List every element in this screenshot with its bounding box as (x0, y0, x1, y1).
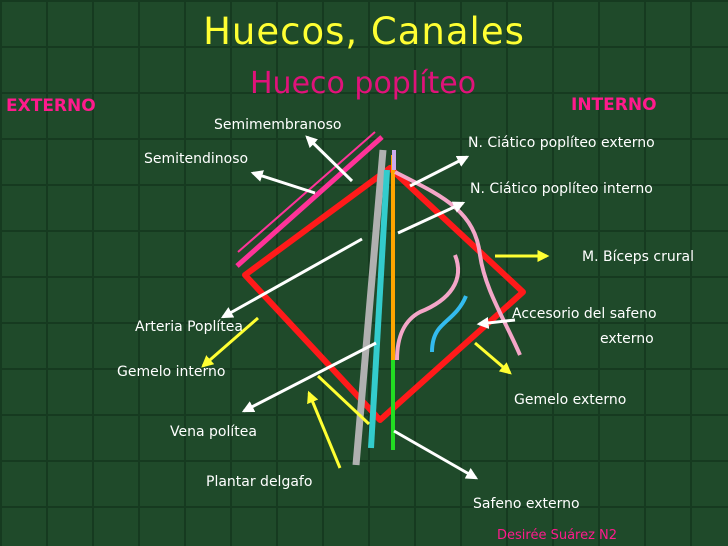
label-semitendinoso: Semitendinoso (144, 151, 249, 167)
side-label-externo: EXTERNO (6, 96, 96, 116)
arrow-ciatico-externo (409, 155, 470, 188)
blue-curve (430, 295, 468, 353)
label-n-ciatico-externo: N. Ciático poplíteo externo (468, 135, 655, 151)
semimembranoso-line (235, 135, 384, 268)
arrow-vena-politea (241, 341, 377, 413)
arrow-plantar-delgafo (307, 390, 342, 469)
label-semimembranoso: Semimembranoso (214, 117, 342, 133)
label-gemelo-externo: Gemelo externo (514, 392, 627, 408)
side-label-interno: INTERNO (571, 95, 657, 115)
label-biceps-crural: M. Bíceps crural (582, 249, 694, 265)
label-accesorio-safeno-2: externo (600, 331, 654, 347)
arrow-safeno-externo (393, 429, 479, 480)
arrow-accesorio-safeno (476, 316, 516, 329)
page-subtitle: Hueco poplíteo (250, 66, 477, 101)
arrow-semitendinoso (250, 170, 316, 195)
semitendinoso-line (237, 131, 376, 253)
arrow-ciatico-interno (397, 201, 466, 235)
arrow-arteria-poplitea (220, 237, 363, 319)
label-plantar-delgafo: Plantar delgafo (206, 474, 313, 490)
label-accesorio-safeno: Accesorio del safeno (512, 306, 657, 322)
page-title: Huecos, Canales (203, 10, 525, 53)
arrow-yellow-lower (316, 374, 371, 426)
label-safeno-externo: Safeno externo (473, 496, 580, 512)
cyan-bar (368, 169, 390, 449)
arrow-gemelo-externo (474, 341, 512, 375)
label-gemelo-interno: Gemelo interno (117, 364, 226, 380)
pink-curve-inner (395, 254, 461, 361)
pink-curve-outer (394, 170, 522, 356)
label-n-ciatico-interno: N. Ciático poplíteo interno (470, 181, 653, 197)
arrow-semimembranoso (305, 135, 354, 183)
label-vena-politea: Vena polítea (170, 424, 257, 440)
author-credit: Desirée Suárez N2 (497, 528, 618, 543)
gray-bar (352, 149, 387, 466)
label-arteria-poplitea: Arteria Poplítea (135, 319, 243, 335)
arrow-gemelo-interno (201, 316, 259, 368)
